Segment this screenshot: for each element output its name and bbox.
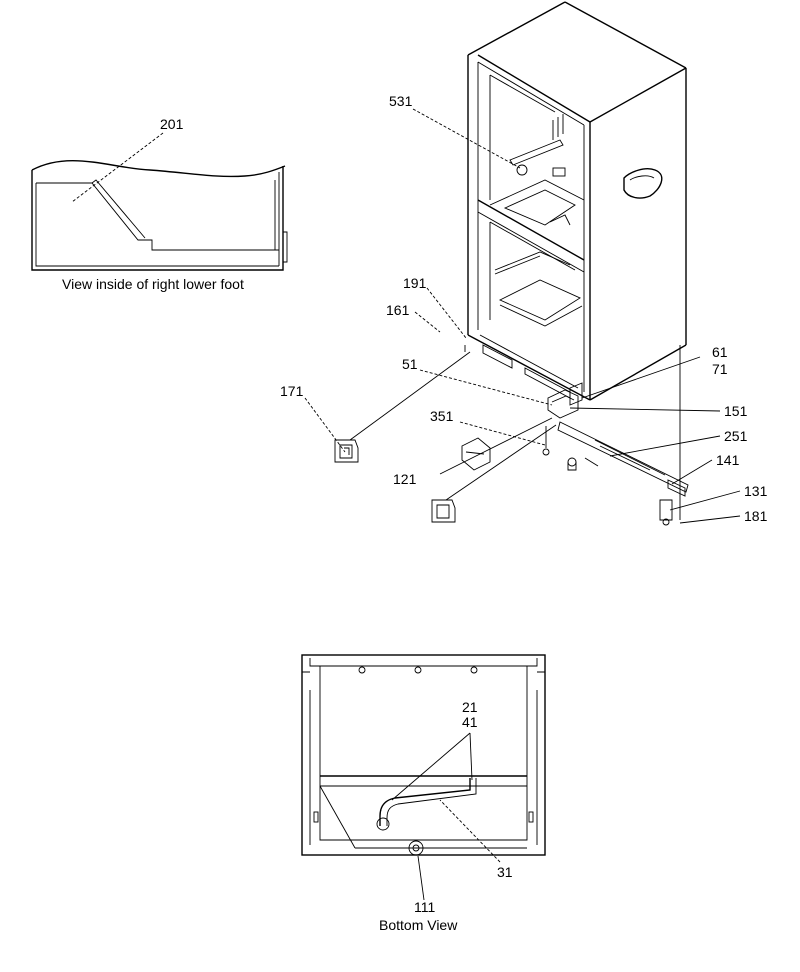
callout-71: 71 [712, 361, 728, 377]
callout-31: 31 [497, 864, 513, 880]
callout-21: 21 [462, 699, 478, 715]
inset-right-lower-foot [31, 132, 288, 271]
leader-191 [426, 287, 467, 339]
leader-41 [469, 732, 473, 781]
leader-141 [671, 459, 713, 485]
callout-51: 51 [402, 356, 418, 372]
bottom-view-caption: Bottom View [379, 917, 458, 933]
leader-31 [439, 799, 501, 863]
callout-111: 111 [414, 899, 435, 915]
callout-251: 251 [724, 428, 748, 444]
leader-121 [439, 417, 553, 475]
leader-111 [417, 855, 425, 901]
callout-181: 181 [744, 508, 768, 524]
leader-181 [679, 515, 741, 524]
callout-531: 531 [389, 93, 413, 109]
leader-171 [304, 397, 346, 453]
bottom-view-diagram [301, 654, 546, 901]
callout-41: 41 [462, 714, 478, 730]
callout-141: 141 [716, 452, 740, 468]
callout-151: 151 [724, 403, 748, 419]
leader-531 [412, 108, 521, 169]
leader-251 [609, 435, 721, 457]
leader-61 [581, 356, 701, 399]
leader-151 [569, 407, 721, 412]
callout-171: 171 [280, 383, 304, 399]
leader-51 [419, 369, 553, 406]
callout-121: 121 [393, 471, 417, 487]
callout-201: 201 [160, 116, 184, 132]
leader-161 [414, 311, 441, 333]
callout-191: 191 [403, 275, 427, 291]
leader-21 [391, 732, 471, 801]
leader-131 [669, 490, 741, 511]
callout-61: 61 [712, 344, 728, 360]
leader-201 [71, 132, 164, 203]
callout-351: 351 [430, 408, 454, 424]
callout-161: 161 [386, 302, 410, 318]
callout-131: 131 [744, 483, 768, 499]
refrigerator-cabinet [304, 1, 741, 526]
inset-caption: View inside of right lower foot [62, 276, 244, 292]
